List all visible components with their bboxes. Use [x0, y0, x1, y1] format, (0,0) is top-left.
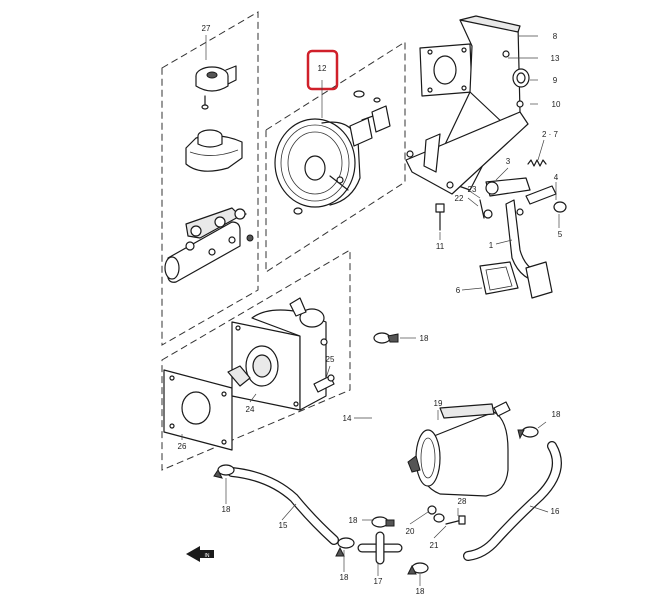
label-9: 9 [553, 76, 558, 85]
label-18-top: 18 [420, 334, 429, 343]
vacuum-pump[interactable] [227, 297, 328, 411]
group-24-outline [161, 249, 351, 471]
vacuum-hose-14[interactable] [372, 348, 387, 504]
brake-booster[interactable] [274, 90, 391, 215]
label-10: 10 [552, 100, 561, 109]
hose-clamp-18-low[interactable] [335, 537, 355, 557]
label-1: 1 [489, 241, 494, 250]
label-18-low: 18 [340, 573, 349, 582]
label-21: 21 [430, 541, 439, 550]
vacuum-hose-16[interactable] [463, 441, 562, 561]
label-27: 27 [202, 24, 211, 33]
label-18-right: 18 [552, 410, 561, 419]
vacuum-tank[interactable] [407, 401, 511, 497]
label-11: 11 [436, 242, 445, 251]
hose-clamp-18-mid[interactable] [371, 516, 395, 528]
label-2-7: 2 · 7 [542, 130, 559, 139]
label-19: 19 [434, 399, 443, 408]
master-cylinder[interactable] [164, 207, 254, 283]
brake-fluid-reservoir[interactable] [185, 129, 243, 172]
tank-bolts[interactable] [427, 505, 466, 525]
label-22: 22 [455, 194, 464, 203]
direction-arrow-label: IN [205, 553, 210, 559]
label-13: 13 [551, 54, 560, 63]
label-6: 6 [456, 286, 461, 295]
stop-lamp-switch-bolt[interactable] [435, 199, 493, 231]
front-direction-arrow-icon: IN [186, 546, 214, 562]
label-17: 17 [374, 577, 383, 586]
label-15: 15 [279, 521, 288, 530]
label-14: 14 [343, 414, 352, 423]
gasket[interactable] [163, 369, 233, 451]
label-5: 5 [558, 230, 563, 239]
part-12-highlight [306, 49, 339, 91]
label-16: 16 [551, 507, 560, 516]
hose-clamp-18-top[interactable] [373, 332, 399, 344]
pedal-shaft[interactable] [525, 185, 567, 213]
label-8: 8 [553, 32, 558, 41]
brake-pedal[interactable] [485, 177, 553, 299]
label-18-mid: 18 [349, 516, 358, 525]
label-28: 28 [458, 497, 467, 506]
label-23: 23 [468, 185, 477, 194]
hose-clamp-18-left[interactable] [213, 464, 235, 479]
group-27-outline [161, 11, 259, 346]
label-24: 24 [246, 405, 255, 414]
leader-lines [181, 35, 560, 586]
pump-union-bolt[interactable] [313, 374, 335, 393]
hose-clamp-18-right[interactable] [517, 426, 539, 440]
label-18-left: 18 [222, 505, 231, 514]
label-25: 25 [326, 355, 335, 364]
vacuum-hose-15[interactable] [227, 467, 339, 545]
label-3: 3 [506, 157, 511, 166]
label-18-bottom: 18 [416, 587, 425, 596]
label-26: 26 [178, 442, 187, 451]
hose-clamp-18-bottom[interactable] [407, 562, 429, 575]
label-4: 4 [554, 173, 559, 182]
pedal-pad[interactable] [479, 261, 519, 295]
label-12: 12 [318, 64, 327, 73]
reservoir-cap[interactable] [195, 65, 237, 110]
pedal-spring[interactable] [527, 159, 547, 167]
group-12-outline [265, 41, 406, 273]
t-joint-17[interactable] [357, 531, 403, 565]
pedal-bracket[interactable] [405, 15, 530, 195]
label-20: 20 [406, 527, 415, 536]
callout-labels: 27 12 8 13 9 10 2 · 7 3 4 5 1 6 11 23 22… [178, 24, 563, 596]
